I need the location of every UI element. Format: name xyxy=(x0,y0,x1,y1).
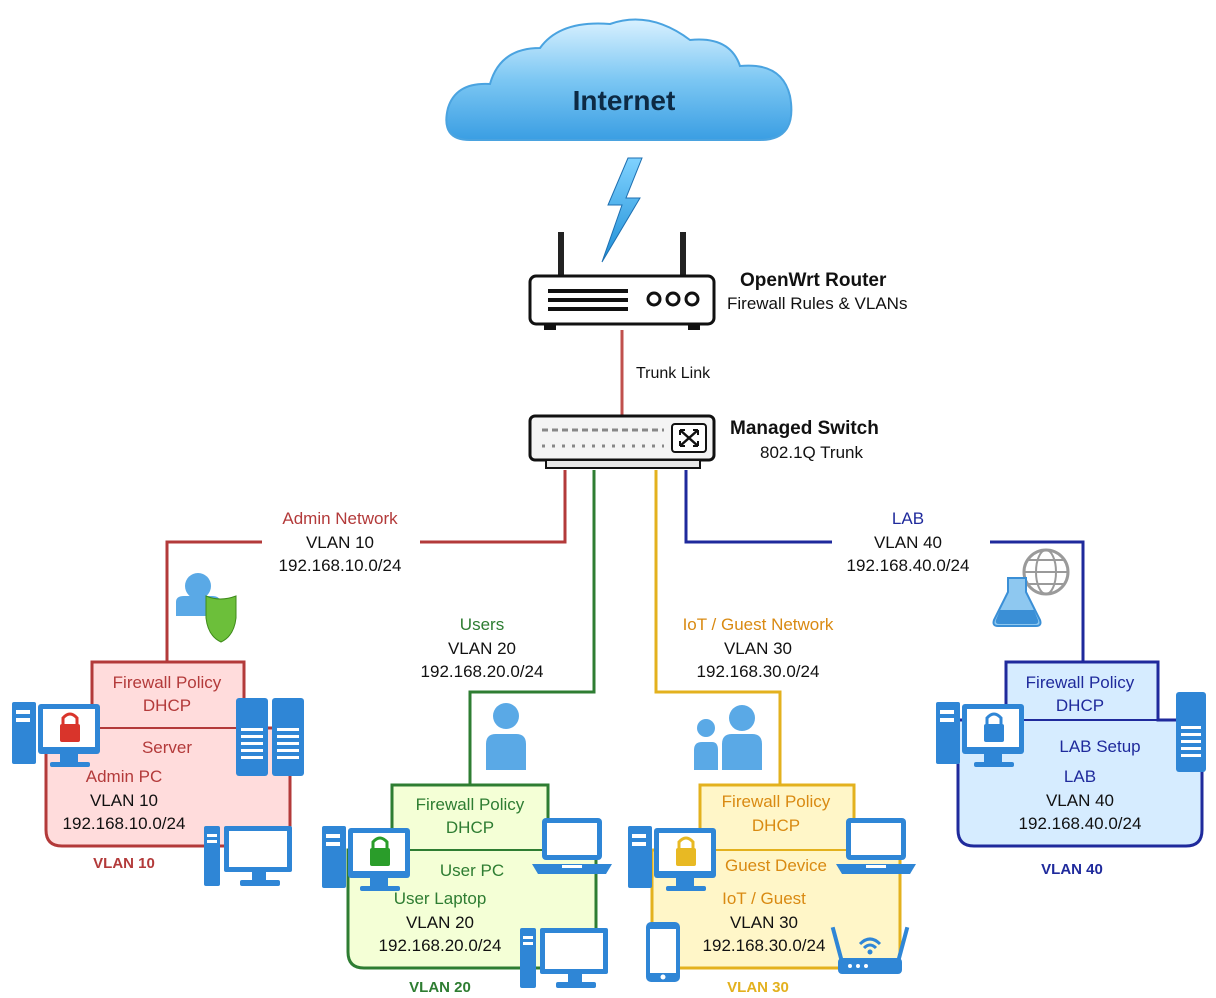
iot-link-line xyxy=(654,470,782,785)
lab-link-label-bg xyxy=(832,508,990,578)
iot-group-user-icon xyxy=(694,705,762,770)
lab-vlan: VLAN 40 xyxy=(1046,791,1114,810)
router-subtitle: Firewall Rules & VLANs xyxy=(727,294,907,313)
users-subnet: 192.168.20.0/24 xyxy=(379,936,502,955)
iot-link-subnet: 192.168.30.0/24 xyxy=(697,662,820,681)
users-desktop-icon xyxy=(520,928,608,988)
iot-zone-caption: VLAN 30 xyxy=(727,979,789,996)
smartphone-icon xyxy=(646,922,680,982)
lightning-bolt-icon xyxy=(601,157,643,263)
admin-device-a: Server xyxy=(142,738,192,757)
users-link-name: Users xyxy=(460,615,504,634)
router-icon xyxy=(528,232,716,330)
lab-device-a: LAB Setup xyxy=(1059,737,1140,756)
lab-link-name: LAB xyxy=(892,509,924,528)
iot-link-vlan: VLAN 30 xyxy=(724,639,792,658)
admin-link-subnet: 192.168.10.0/24 xyxy=(279,556,402,575)
wifi-router-icon xyxy=(830,926,910,974)
admin-link-name: Admin Network xyxy=(282,509,398,528)
admin-policy-label: Firewall Policy xyxy=(113,673,222,692)
users-vlan: VLAN 20 xyxy=(406,913,474,932)
iot-link-name: IoT / Guest Network xyxy=(683,615,834,634)
internet-label: Internet xyxy=(573,85,676,116)
admin-shield-user-icon xyxy=(176,573,237,643)
users-link-vlan: VLAN 20 xyxy=(448,639,516,658)
admin-vlan: VLAN 10 xyxy=(90,791,158,810)
cloud-icon xyxy=(445,18,793,141)
router-title: OpenWrt Router xyxy=(740,270,887,291)
admin-server-icon xyxy=(236,698,304,776)
users-user-icon xyxy=(486,703,526,770)
users-device-b: User Laptop xyxy=(394,889,487,908)
iot-policy-label: Firewall Policy xyxy=(722,792,831,811)
lab-device-b: LAB xyxy=(1064,767,1096,786)
lab-locked-pc-icon xyxy=(936,702,1024,767)
admin-device-b: Admin PC xyxy=(86,767,163,786)
iot-device-b: IoT / Guest xyxy=(722,889,806,908)
iot-vlan: VLAN 30 xyxy=(730,913,798,932)
users-link-label-bg xyxy=(398,612,568,684)
lab-dhcp-label: DHCP xyxy=(1056,696,1104,715)
switch-icon xyxy=(528,414,716,469)
trunk-link-label: Trunk Link xyxy=(636,365,711,382)
admin-dhcp-label: DHCP xyxy=(143,696,191,715)
users-device-a: User PC xyxy=(440,861,504,880)
users-link-subnet: 192.168.20.0/24 xyxy=(421,662,544,681)
switch-subtitle: 802.1Q Trunk xyxy=(760,443,864,462)
users-policy-label: Firewall Policy xyxy=(416,795,525,814)
users-locked-pc-icon xyxy=(322,826,410,891)
users-laptop-icon xyxy=(532,818,612,874)
admin-subnet: 192.168.10.0/24 xyxy=(63,814,186,833)
iot-subnet: 192.168.30.0/24 xyxy=(703,936,826,955)
admin-link-vlan: VLAN 10 xyxy=(306,533,374,552)
users-link-line xyxy=(468,470,596,785)
admin-zone: Firewall Policy DHCP Server Admin PC VLA… xyxy=(44,660,292,848)
admin-zone-caption: VLAN 10 xyxy=(93,855,155,872)
lab-policy-label: Firewall Policy xyxy=(1026,673,1135,692)
users-dhcp-label: DHCP xyxy=(446,818,494,837)
lab-flask-globe-icon xyxy=(992,548,1070,627)
users-zone-caption: VLAN 20 xyxy=(409,979,471,996)
iot-device-a: Guest Device xyxy=(725,856,827,875)
lab-link-subnet: 192.168.40.0/24 xyxy=(847,556,970,575)
admin-desktop-icon xyxy=(204,826,292,886)
iot-dhcp-label: DHCP xyxy=(752,816,800,835)
admin-locked-pc-icon xyxy=(12,702,100,767)
iot-laptop-icon xyxy=(836,818,916,874)
iot-link-label-bg xyxy=(664,612,856,684)
lab-server-icon xyxy=(1176,692,1206,772)
switch-title: Managed Switch xyxy=(730,418,879,439)
lab-link-vlan: VLAN 40 xyxy=(874,533,942,552)
lab-zone-caption: VLAN 40 xyxy=(1041,861,1103,878)
lab-subnet: 192.168.40.0/24 xyxy=(1019,814,1142,833)
iot-locked-pc-icon xyxy=(628,826,716,891)
admin-link-label-bg xyxy=(262,508,420,578)
users-zone: Firewall Policy DHCP User PC User Laptop… xyxy=(346,783,598,970)
